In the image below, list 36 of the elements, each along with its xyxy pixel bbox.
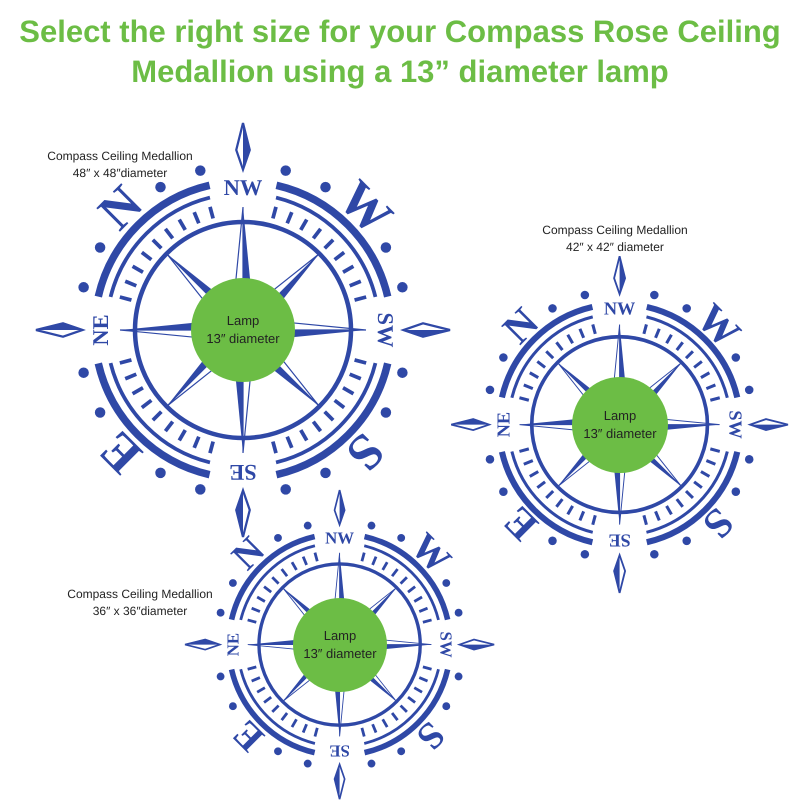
compass-letter: SE: [229, 460, 257, 485]
lamp-circle: [292, 598, 387, 692]
compass-letter: S: [408, 714, 454, 758]
compass-letter: NW: [326, 529, 354, 548]
compass-letter: W: [402, 526, 460, 582]
compass-letter: W: [327, 170, 403, 246]
compass-letter: NE: [224, 633, 244, 657]
compass-letter: S: [335, 422, 395, 482]
compass-letter: NE: [88, 314, 113, 346]
compass-letter: NW: [224, 175, 262, 200]
lamp-label: 13″ diameter: [303, 644, 377, 663]
compass-letter: SW: [436, 632, 456, 658]
lamp-label: 13″ diameter: [206, 330, 280, 348]
lamp-circle: [572, 376, 668, 473]
title-text: Select the right size for your Compass Rose Ceiling Medallion using a 13” diameter lamp: [18, 13, 782, 91]
compass-letter: SW: [726, 410, 746, 440]
compass-letter: NE: [494, 412, 514, 438]
compass-letter: N: [494, 298, 548, 353]
compass-letter: E: [89, 420, 153, 484]
compass-letter: S: [694, 500, 744, 549]
compass-letter: N: [224, 529, 274, 578]
lamp-label: Lamp: [604, 406, 636, 425]
compass-letter: E: [225, 712, 273, 760]
compass-letter: NW: [604, 299, 636, 320]
lamp-label: 13″ diameter: [583, 424, 657, 443]
lamp-label: Lamp: [226, 312, 260, 330]
compass-letter: E: [494, 498, 547, 550]
caption-text: Compass Ceiling Medallion 36″ x 36″diameter: [66, 586, 214, 620]
lamp-label: Lamp: [324, 626, 356, 645]
compass-letter: SW: [373, 312, 398, 348]
compass-letter: SE: [608, 530, 632, 551]
compass-letter: W: [688, 294, 750, 357]
compass-letter: SE: [330, 742, 350, 761]
caption-text: Compass Ceiling Medallion 42″ x 42″ diameter: [541, 222, 689, 256]
lamp-circle: [191, 278, 295, 382]
caption-text: Compass Ceiling Medallion 48″ x 48″diameter: [46, 148, 194, 182]
